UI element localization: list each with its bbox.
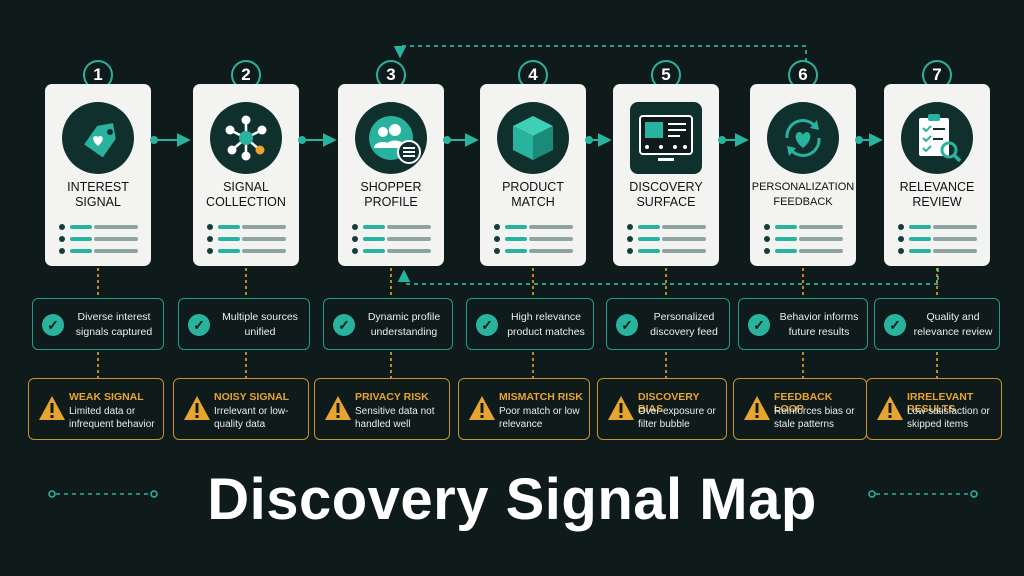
cube-icon: [497, 102, 569, 174]
check-icon: ✓: [188, 314, 210, 336]
stage-card: Personalization Feedback: [750, 84, 856, 266]
stage-card: Product Match: [480, 84, 586, 266]
risk-title: Noisy Signal: [214, 391, 290, 403]
risk-box-5: Discovery Bias Over-exposure or filter b…: [597, 378, 727, 440]
risk-text: Limited data or infrequent behavior: [69, 406, 155, 430]
people-profile-icon: [355, 102, 427, 174]
stage-title: Relevance Review: [899, 180, 975, 209]
benefit-box-6: ✓ Behavior informs future results: [738, 298, 868, 350]
risk-box-3: Privacy Risk Sensitive data not handled …: [314, 378, 450, 440]
warning-icon: [469, 396, 495, 420]
warning-icon: [325, 396, 351, 420]
risk-box-6: Feedback Loop Reinforces bias or stale p…: [733, 378, 867, 440]
benefit-text: Personalized discovery feed: [650, 311, 718, 338]
risk-title: Privacy Risk: [355, 391, 429, 403]
benefit-box-2: ✓ Multiple sources unified: [178, 298, 310, 350]
stage-card: Relevance Review: [884, 84, 990, 266]
heart-cycle-icon: [767, 102, 839, 174]
detail-lines: [352, 221, 432, 257]
benefit-text: Behavior informs future results: [779, 311, 859, 338]
detail-lines: [59, 221, 139, 257]
benefit-box-4: ✓ High relevance product matches: [466, 298, 594, 350]
risk-title: Mismatch Risk: [499, 391, 583, 403]
stage-card: Interest Signal: [45, 84, 151, 266]
risk-box-1: Weak Signal Limited data or infrequent b…: [28, 378, 164, 440]
benefit-text: Quality and relevance review: [913, 311, 993, 338]
check-icon: ✓: [333, 314, 355, 336]
risk-box-4: Mismatch Risk Poor match or low relevanc…: [458, 378, 590, 440]
risk-box-7: Irrelevant Results Low satisfaction or s…: [866, 378, 1002, 440]
benefit-box-5: ✓ Personalized discovery feed: [606, 298, 730, 350]
stage-title: Shopper Profile: [360, 180, 422, 209]
stage-title: Signal Collection: [206, 180, 286, 209]
detail-lines: [494, 221, 574, 257]
risk-text: Poor match or low relevance: [499, 406, 580, 430]
network-hub-icon: [210, 102, 282, 174]
checklist-magnifier-icon: [901, 102, 973, 174]
benefit-text: Multiple sources unified: [222, 311, 298, 338]
risk-title: Weak Signal: [69, 391, 144, 403]
risk-text: Reinforces bias or stale patterns: [774, 406, 855, 430]
risk-title: Feedback Loop: [774, 391, 833, 415]
stage-card: Shopper Profile: [338, 84, 444, 266]
warning-icon: [608, 396, 634, 420]
risk-text: Over-exposure or filter bubble: [638, 406, 716, 430]
detail-lines: [627, 221, 707, 257]
warning-icon: [184, 396, 210, 420]
benefit-text: Dynamic profile understanding: [367, 311, 441, 338]
benefit-box-1: ✓ Diverse interest signals captured: [32, 298, 164, 350]
warning-icon: [877, 396, 903, 420]
stage-title: Personalization Feedback: [751, 181, 855, 208]
page-title: Discovery Signal Map: [207, 467, 817, 532]
check-icon: ✓: [42, 314, 64, 336]
detail-lines: [207, 221, 287, 257]
stage-card: Signal Collection: [193, 84, 299, 266]
screen-feed-icon: [630, 102, 702, 174]
benefit-box-7: ✓ Quality and relevance review: [874, 298, 1000, 350]
benefit-box-3: ✓ Dynamic profile understanding: [323, 298, 453, 350]
check-icon: ✓: [476, 314, 498, 336]
heart-tag-icon: [62, 102, 134, 174]
risk-title: Irrelevant Results: [907, 391, 974, 415]
risk-box-2: Noisy Signal Irrelevant or low-quality d…: [173, 378, 309, 440]
check-icon: ✓: [616, 314, 638, 336]
check-icon: ✓: [884, 314, 906, 336]
warning-icon: [39, 396, 65, 420]
stage-title: Product Match: [502, 180, 564, 209]
benefit-text: Diverse interest signals captured: [75, 311, 153, 338]
risk-title: Discovery Bias: [638, 391, 700, 415]
detail-lines: [764, 221, 844, 257]
risk-text: Sensitive data not handled well: [355, 406, 435, 430]
benefit-text: High relevance product matches: [507, 311, 585, 338]
detail-lines: [898, 221, 978, 257]
risk-text: Low satisfaction or skipped items: [907, 406, 990, 430]
stage-card: Discovery Surface: [613, 84, 719, 266]
warning-icon: [744, 396, 770, 420]
stage-title: Discovery Surface: [629, 180, 703, 209]
stage-title: Interest Signal: [67, 180, 129, 209]
check-icon: ✓: [748, 314, 770, 336]
risk-text: Irrelevant or low-quality data: [214, 406, 289, 430]
